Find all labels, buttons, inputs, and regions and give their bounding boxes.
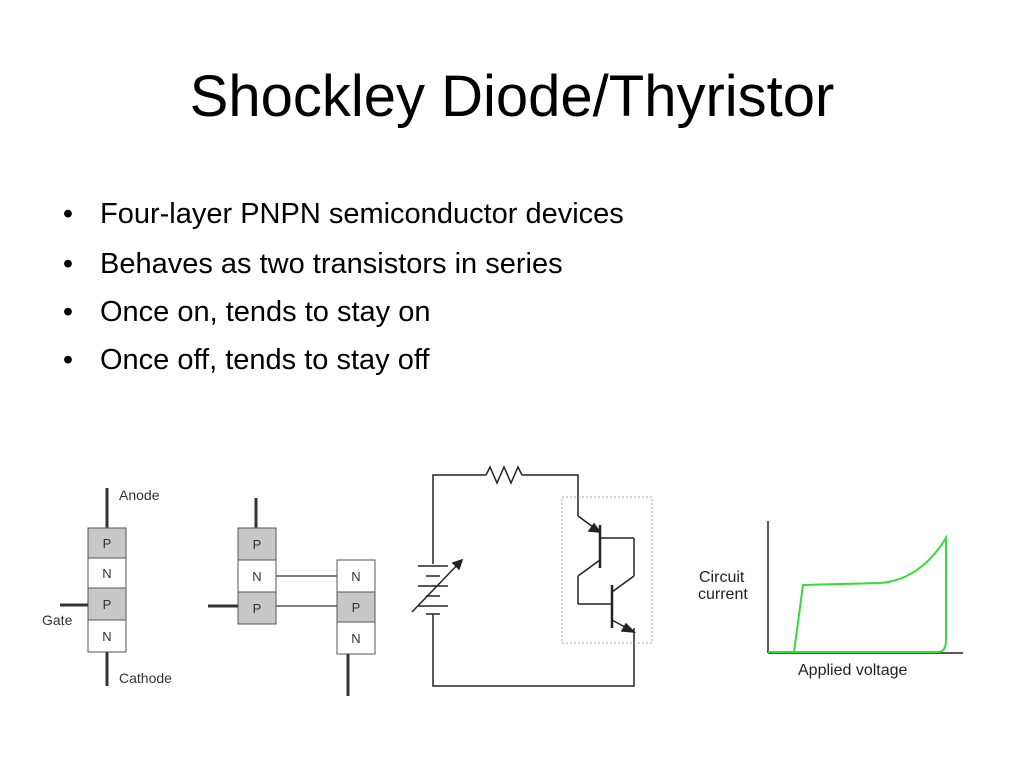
bullet-text: Behaves as two transistors in series — [100, 248, 563, 280]
layer-label: N — [102, 629, 111, 644]
anode-label: Anode — [119, 487, 160, 503]
wire — [522, 474, 579, 516]
bullet-text: Once on, tends to stay on — [100, 296, 431, 328]
bullet-dot: • — [62, 248, 74, 280]
layer-label: P — [103, 536, 112, 551]
iv-characteristic-graph: Circuit current Applied voltage — [698, 521, 963, 679]
graph-ylabel-line2: current — [698, 586, 748, 603]
layer-label: P — [352, 600, 361, 615]
bullet-item: • Once off, tends to stay off — [58, 342, 624, 378]
layer-n — [237, 559, 277, 593]
variable-battery-symbol — [411, 558, 464, 615]
layer-n-bottom — [87, 619, 127, 653]
layer-p — [237, 527, 277, 561]
graph-ylabel-line1: Circuit — [699, 569, 745, 586]
bullet-list: • Four-layer PNPN semiconductor devices •… — [58, 196, 624, 392]
bullet-dot: • — [62, 296, 74, 328]
layer-label: N — [351, 569, 360, 584]
iv-curve — [768, 534, 947, 653]
graph-xlabel: Applied voltage — [798, 662, 908, 679]
gate-label: Gate — [42, 612, 73, 628]
layer-label: P — [253, 601, 262, 616]
wire — [432, 474, 486, 564]
thyristor-circuit-schematic — [411, 465, 653, 687]
bullet-text: Once off, tends to stay off — [100, 344, 430, 376]
pnp-transistor-symbol — [577, 515, 602, 604]
device-enclosure — [561, 496, 653, 644]
bullet-text: Four-layer PNPN semiconductor devices — [100, 198, 624, 230]
layer-p — [237, 591, 277, 625]
bullet-item: • Once on, tends to stay on — [58, 294, 624, 330]
bullet-item: • Four-layer PNPN semiconductor devices — [58, 196, 624, 232]
pnpn-layer-diagram: Anode P N P N Gate Cathode — [42, 487, 172, 686]
split-transistor-layers: P N P N P N — [208, 498, 376, 696]
layer-n-upper — [87, 557, 127, 589]
slide-title: Shockley Diode/Thyristor — [189, 64, 835, 129]
layer-label: P — [253, 537, 262, 552]
wire — [432, 614, 635, 687]
bullet-dot: • — [62, 198, 74, 230]
layer-p — [336, 591, 376, 623]
bullet-item: • Behaves as two transistors in series — [58, 246, 624, 282]
npn-transistor-symbol — [578, 537, 636, 633]
layer-label: N — [252, 569, 261, 584]
resistor-symbol — [485, 465, 523, 485]
layer-n — [336, 559, 376, 593]
cathode-label: Cathode — [119, 670, 172, 686]
bullet-dot: • — [62, 344, 74, 376]
layer-label: P — [103, 597, 112, 612]
layer-n — [336, 621, 376, 655]
layer-label: N — [351, 631, 360, 646]
layer-label: N — [102, 566, 111, 581]
